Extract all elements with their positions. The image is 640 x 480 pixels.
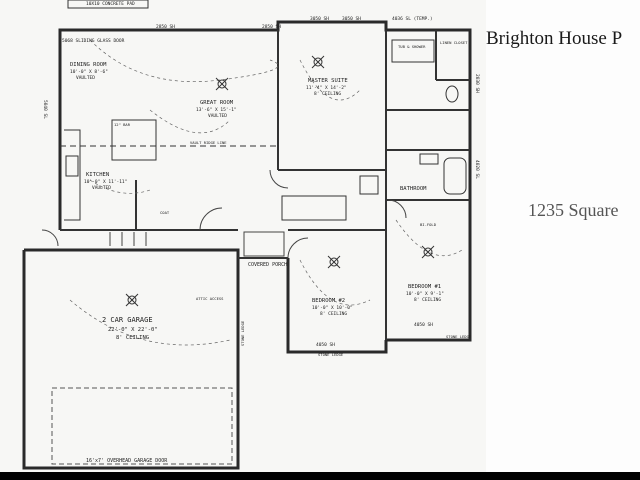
room-master: MASTER SUITE 11'-4" X 14'-2" 8' CEILING [306,78,348,97]
room-dining: DINING ROOM 10'-0" X 8'-6" VAULTED [70,62,108,81]
garage-walls [22,248,240,470]
stone-ledge-label: STONE LEDGE [446,334,472,339]
window-label: 4036 SL (TEMP.) [392,16,433,22]
plan-paper [0,0,486,472]
window-label: 2850 SH [156,24,175,30]
window-label: 4050 SH [316,342,335,348]
garage-door-label: 16'x7' OVERHEAD GARAGE DOOR [86,458,168,464]
electrical-runs [69,39,463,346]
window-label: 2850 SH [262,24,281,30]
room-name: GREAT ROOM [200,100,234,106]
room-kitchen: KITCHEN 10'-0" X 11'-11" VAULTED [84,172,127,191]
room-name: KITCHEN [86,172,109,178]
room-dims: 10'-0" X 11'-11" [84,179,127,185]
slider-label: 5068 SLIDING GLASS DOOR [62,38,125,44]
room-bedroom-1: BEDROOM #1 10'-0" X 9'-1" 8' CEILING [406,284,444,303]
bifold-label: BI-FOLD [420,222,437,227]
caption-panel [486,0,640,472]
room-bedroom-2: BEDROOM #2 10'-0" X 10'-0" 8' CEILING [312,298,353,317]
room-name: MASTER SUITE [308,78,348,84]
interior-walls [60,30,470,340]
exterior-walls [58,20,472,354]
room-dims: 10'-0" X 9'-1" [406,291,444,297]
room-name: BEDROOM #2 [312,298,345,304]
window-label: 3050 SH [342,16,361,22]
door-swings [41,169,407,259]
linen-closet-label: LINEN CLOSET [440,40,468,45]
window-label: 3050 SH [310,16,329,22]
room-dims: 13'-6" X 15'-1" [196,107,237,113]
window-label: 5040 SL [42,100,48,119]
tub-label: TUB & SHOWER [398,44,426,49]
room-dims: 10'-0" X 8'-6" [70,69,108,75]
porch-steps [109,231,285,257]
room-name: BEDROOM #1 [408,284,441,290]
room-note: 8' CEILING [116,335,149,341]
attic-label: ATTIC ACCESS [196,296,224,301]
room-dims: 22'-0" X 22'-0" [108,327,158,333]
square-footage: 1235 Square [528,200,619,220]
room-name: 2 CAR GARAGE [102,316,153,324]
stone-ledge-label: STONE LEDGE [318,352,344,357]
window-label: 4020 SL [474,160,480,179]
window-label: 4050 SH [414,322,433,328]
room-name: DINING ROOM [70,62,107,68]
room-note: 8' CEILING [320,311,347,317]
bottom-bar [0,472,640,480]
bath-fixtures [281,39,467,221]
light-fixtures [125,55,435,307]
kitchen-counters [64,119,157,221]
room-garage: 2 CAR GARAGE 22'-0" X 22'-0" 8' CEILING [102,316,158,341]
concrete-pad [67,0,149,9]
bar-label: 12" BAR [114,122,131,127]
room-bathroom: BATHROOM [400,186,427,192]
room-name: COVERED PORCH [248,262,287,268]
room-name: BATHROOM [400,186,427,192]
concrete-pad-label: 10X10 CONCRETE PAD [86,1,135,7]
plan-title: Brighton House P [486,28,623,49]
room-porch: COVERED PORCH [248,262,287,268]
room-note: 8' CEILING [414,297,441,303]
room-note: VAULTED [208,113,227,119]
window-label: 2030 SH [474,74,480,93]
garage-door [51,387,233,465]
room-dims: 11'-4" X 14'-2" [306,85,347,91]
room-great: GREAT ROOM 13'-6" X 15'-1" VAULTED [196,100,237,119]
room-note: VAULTED [76,75,95,81]
room-note: 8' CEILING [314,91,341,97]
room-dims: 10'-0" X 10'-0" [312,305,353,311]
room-note: VAULTED [92,185,111,191]
vault-ridge-label: VAULT RIDGE LINE [190,140,227,145]
coat-label: COAT [160,210,170,215]
stone-ledge-label: STONE LEDGE [240,320,245,346]
